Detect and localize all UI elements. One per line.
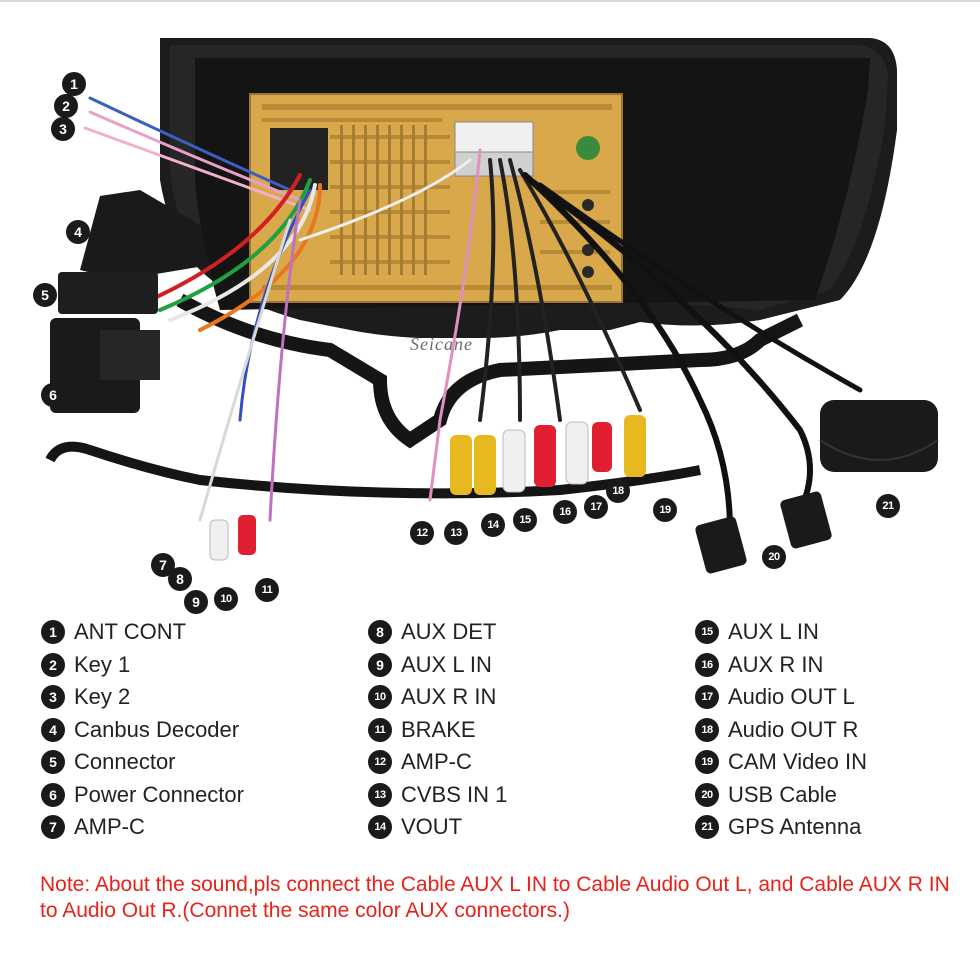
callout-2: 2 bbox=[54, 94, 78, 118]
legend-column-3: 15 AUX L IN 16 AUX R IN 17 Audio OUT L 18 Au… bbox=[695, 616, 867, 844]
legend-label: AUX R IN bbox=[728, 651, 824, 677]
legend-number: 6 bbox=[41, 782, 65, 807]
legend-label: AUX L IN bbox=[728, 619, 819, 645]
legend-label: AMP-C bbox=[74, 814, 145, 840]
callout-20: 20 bbox=[762, 545, 786, 569]
legend-number: 5 bbox=[41, 750, 65, 775]
callout-3: 3 bbox=[51, 117, 75, 141]
legend-number: 19 bbox=[695, 750, 719, 775]
legend-number: 17 bbox=[695, 685, 719, 710]
legend-item: 11 BRAKE bbox=[368, 714, 507, 747]
callout-9: 9 bbox=[184, 590, 208, 614]
legend-item: 19 CAM Video IN bbox=[695, 746, 867, 779]
connector-block bbox=[58, 272, 158, 314]
legend-item: 1 ANT CONT bbox=[41, 616, 244, 649]
legend-label: AUX R IN bbox=[401, 684, 497, 710]
usb-plug-1 bbox=[695, 516, 747, 574]
legend-number: 3 bbox=[41, 685, 65, 710]
legend-number: 4 bbox=[41, 717, 65, 742]
sound-connection-note: Note: About the sound,pls connect the Ca… bbox=[40, 873, 950, 922]
legend-label: Canbus Decoder bbox=[74, 716, 240, 742]
radio-antenna-port bbox=[576, 136, 600, 160]
legend-label: AUX L IN bbox=[401, 651, 492, 677]
legend-label: CVBS IN 1 bbox=[401, 781, 508, 807]
callout-12: 12 bbox=[410, 521, 434, 545]
legend-number: 16 bbox=[695, 652, 719, 677]
callout-13: 13 bbox=[444, 521, 468, 545]
legend-column-2: 8 AUX DET 9 AUX L IN 10 AUX R IN 11 BRAKE 12… bbox=[368, 616, 507, 844]
legend-item: 10 AUX R IN bbox=[368, 681, 507, 714]
legend-item: 5 Connector bbox=[41, 746, 244, 779]
legend-label: CAM Video IN bbox=[728, 749, 867, 775]
legend-item: 3 Key 2 bbox=[41, 681, 244, 714]
legend-number: 15 bbox=[695, 620, 719, 645]
legend-item: 6 Power Connector bbox=[41, 779, 244, 812]
legend-item: 17 Audio OUT L bbox=[695, 681, 867, 714]
legend-label: ANT CONT bbox=[74, 619, 187, 645]
callout-4: 4 bbox=[66, 220, 90, 244]
legend-number: 1 bbox=[41, 620, 65, 645]
legend-item: 20 USB Cable bbox=[695, 779, 867, 812]
legend-item: 21 GPS Antenna bbox=[695, 811, 867, 844]
callout-15: 15 bbox=[513, 508, 537, 532]
legend-item: 18 Audio OUT R bbox=[695, 714, 867, 747]
callout-6: 6 bbox=[41, 383, 65, 407]
callout-14: 14 bbox=[481, 513, 505, 537]
callout-8: 8 bbox=[168, 567, 192, 591]
legend-item: 16 AUX R IN bbox=[695, 649, 867, 682]
legend-label: Key 2 bbox=[74, 684, 131, 710]
legend-label: Connector bbox=[74, 749, 176, 775]
legend-number: 14 bbox=[368, 815, 392, 840]
legend-number: 21 bbox=[695, 815, 719, 840]
legend-label: Audio OUT L bbox=[728, 684, 855, 710]
legend-item: 9 AUX L IN bbox=[368, 649, 507, 682]
legend-number: 13 bbox=[368, 782, 392, 807]
legend-item: 4 Canbus Decoder bbox=[41, 714, 244, 747]
legend-item: 12 AMP-C bbox=[368, 746, 507, 779]
callout-16: 16 bbox=[553, 500, 577, 524]
legend-label: AMP-C bbox=[401, 749, 472, 775]
callout-21: 21 bbox=[876, 494, 900, 518]
legend-item: 8 AUX DET bbox=[368, 616, 507, 649]
top-divider bbox=[0, 0, 980, 2]
legend-item: 2 Key 1 bbox=[41, 649, 244, 682]
legend-number: 11 bbox=[368, 717, 392, 742]
legend-number: 7 bbox=[41, 815, 65, 840]
legend-label: Audio OUT R bbox=[728, 716, 859, 742]
callout-17: 17 bbox=[584, 495, 608, 519]
legend-label: USB Cable bbox=[728, 781, 837, 807]
gps-antenna bbox=[820, 400, 938, 472]
legend-item: 14 VOUT bbox=[368, 811, 507, 844]
callout-10: 10 bbox=[214, 587, 238, 611]
legend-label: Key 1 bbox=[74, 651, 131, 677]
legend-label: VOUT bbox=[401, 814, 463, 840]
usb-plug-2 bbox=[780, 491, 832, 549]
callout-1: 1 bbox=[62, 72, 86, 96]
legend-number: 12 bbox=[368, 750, 392, 775]
brand-logo: Seicane bbox=[410, 334, 473, 354]
callout-19: 19 bbox=[653, 498, 677, 522]
legend-item: 7 AMP-C bbox=[41, 811, 244, 844]
legend-number: 9 bbox=[368, 652, 392, 677]
legend-number: 10 bbox=[368, 685, 392, 710]
legend-label: AUX DET bbox=[401, 619, 497, 645]
canbus-decoder bbox=[80, 190, 210, 280]
legend-number: 18 bbox=[695, 717, 719, 742]
callout-5: 5 bbox=[33, 283, 57, 307]
legend-item: 15 AUX L IN bbox=[695, 616, 867, 649]
legend-item: 13 CVBS IN 1 bbox=[368, 779, 507, 812]
callout-11: 11 bbox=[255, 578, 279, 602]
legend-label: BRAKE bbox=[401, 716, 476, 742]
legend-label: Power Connector bbox=[74, 781, 244, 807]
wiring-photo bbox=[45, 38, 939, 574]
legend-label: GPS Antenna bbox=[728, 814, 862, 840]
legend-number: 8 bbox=[368, 620, 392, 645]
callout-18: 18 bbox=[606, 479, 630, 503]
legend-number: 2 bbox=[41, 652, 65, 677]
legend-number: 20 bbox=[695, 782, 719, 807]
